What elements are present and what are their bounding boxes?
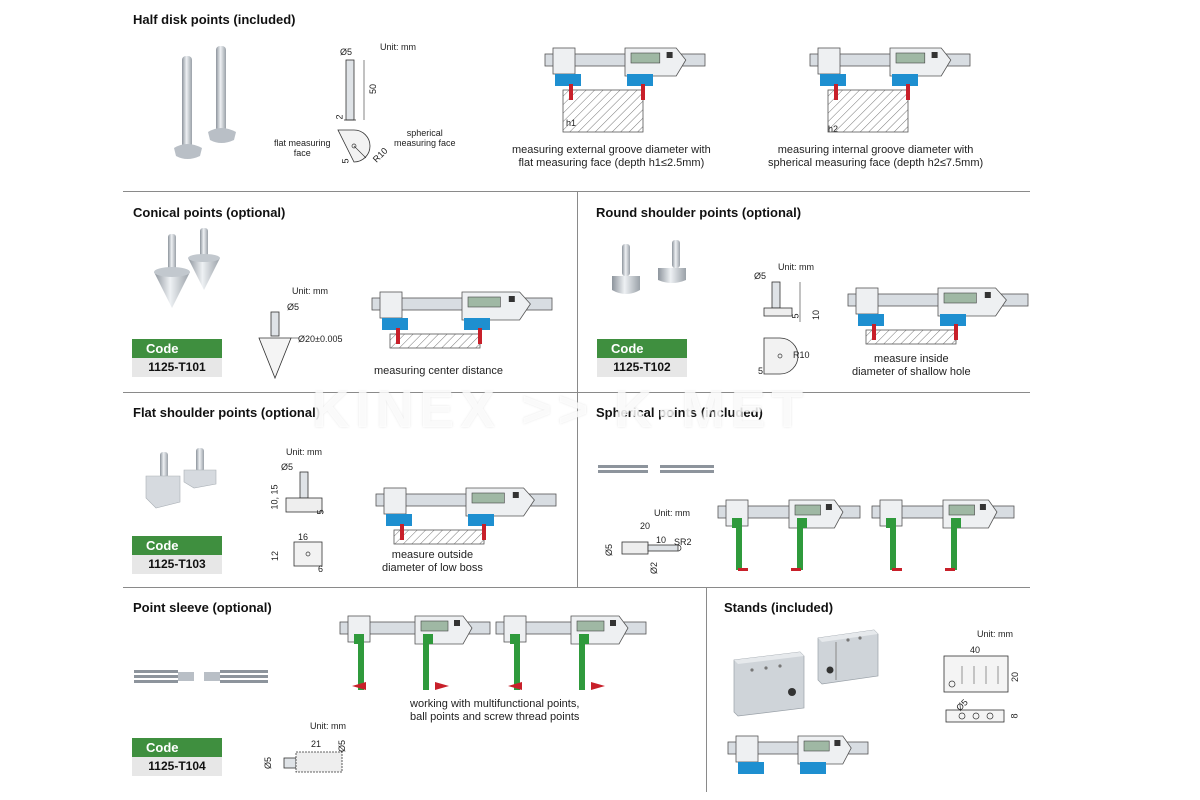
point-sleeve-illustration <box>134 670 268 683</box>
flat-shoulder-dim-w16: 16 <box>298 532 309 542</box>
half-disk-h2-label: h2 <box>828 124 839 134</box>
conical-dim-d5: Ø5 <box>287 302 300 312</box>
caliper-sleeve-1 <box>339 615 491 690</box>
round-shoulder-dim-w5: 5 <box>758 366 764 376</box>
flat-shoulder-dim-h10-15: 10, 15 <box>269 484 280 510</box>
spherical-dim-d5: Ø5 <box>604 543 615 557</box>
spherical-dim-w20: 20 <box>640 521 651 531</box>
round-shoulder-dimension-drawing <box>763 281 801 375</box>
flat-shoulder-caption: measure outside diameter of low boss <box>382 549 483 574</box>
half-disk-title: Half disk points (included) <box>133 12 296 27</box>
flat-shoulder-code-value: 1125-T103 <box>132 555 222 574</box>
caliper-low-boss <box>375 487 557 545</box>
flat-shoulder-dim-h12: 12 <box>270 550 281 562</box>
conical-dim-d20: Ø20±0.005 <box>298 334 343 344</box>
flat-shoulder-unit: Unit: mm <box>286 447 322 457</box>
stands-dimension-drawing <box>943 655 1009 723</box>
stands-dim-h8: 8 <box>1009 713 1020 719</box>
flat-shoulder-dim-h5: 5 <box>315 509 326 515</box>
point-sleeve-code-value: 1125-T104 <box>132 757 222 776</box>
stands-illustration <box>733 629 879 717</box>
round-shoulder-dim-r10: R10 <box>793 350 810 360</box>
half-disk-flat-label: flat measuring face <box>274 138 331 158</box>
flat-shoulder-title: Flat shoulder points (optional) <box>133 405 321 420</box>
spherical-dim-w10: 10 <box>656 535 667 545</box>
divider-col-mid <box>577 191 578 587</box>
divider-col-stands <box>706 587 707 792</box>
flat-shoulder-points-illustration <box>145 448 217 509</box>
flat-shoulder-dim-d5: Ø5 <box>281 462 294 472</box>
round-shoulder-code-value: 1125-T102 <box>597 358 687 377</box>
half-disk-dim-d5: Ø5 <box>340 47 353 57</box>
caliper-spherical-2 <box>871 499 1015 571</box>
stands-dim-w40: 40 <box>970 645 981 655</box>
round-shoulder-code-label: Code <box>597 339 687 358</box>
spherical-dimension-drawing <box>621 541 682 555</box>
caliper-spherical-1 <box>717 499 861 571</box>
half-disk-caption-internal: measuring internal groove diameter with … <box>768 144 984 169</box>
spherical-dim-d2: Ø2 <box>649 561 660 575</box>
spherical-points-illustration <box>598 465 714 473</box>
caliper-external-groove <box>544 47 706 133</box>
round-shoulder-dim-h5: 5 <box>790 313 801 319</box>
conical-title: Conical points (optional) <box>133 205 286 220</box>
point-sleeve-dim-d5a: Ø5 <box>263 756 274 770</box>
spherical-unit: Unit: mm <box>654 508 690 518</box>
half-disk-dimension-drawing <box>337 59 371 163</box>
stands-unit: Unit: mm <box>977 629 1013 639</box>
conical-code-label: Code <box>132 339 222 358</box>
caliper-sleeve-2 <box>495 615 647 690</box>
caliper-internal-groove <box>809 47 971 133</box>
half-disk-dim-h50: 50 <box>368 83 379 95</box>
spherical-title: Spherical points (included) <box>596 405 763 420</box>
half-disk-spherical-label: spherical measuring face <box>394 128 456 148</box>
point-sleeve-caption: working with multifunctional points, bal… <box>410 698 580 723</box>
point-sleeve-dim-d5b: Ø5 <box>337 739 348 753</box>
round-shoulder-dim-d5: Ø5 <box>754 271 767 281</box>
round-shoulder-points-illustration <box>612 240 686 294</box>
conical-points-illustration <box>154 228 220 308</box>
watermark-logo: KINEX >> K-MET <box>312 381 810 439</box>
point-sleeve-dim-w21: 21 <box>311 739 322 749</box>
conical-unit: Unit: mm <box>292 286 328 296</box>
stands-title: Stands (included) <box>724 600 834 615</box>
spherical-dim-sr2: SR2 <box>674 537 692 547</box>
flat-shoulder-code-label: Code <box>132 536 222 555</box>
round-shoulder-dim-h10: 10 <box>811 309 822 321</box>
half-disk-unit: Unit: mm <box>380 42 416 52</box>
caliper-shallow-hole <box>847 287 1029 345</box>
conical-code-value: 1125-T101 <box>132 358 222 377</box>
divider-row-1 <box>123 191 1030 192</box>
flat-shoulder-dim-w6: 6 <box>318 564 324 574</box>
half-disk-caption-external: measuring external groove diameter with … <box>512 144 711 169</box>
half-disk-pins-illustration <box>174 46 236 159</box>
conical-caption: measuring center distance <box>374 365 504 377</box>
half-disk-h1-label: h1 <box>566 118 577 128</box>
round-shoulder-title: Round shoulder points (optional) <box>596 205 802 220</box>
stands-dim-h20: 20 <box>1010 671 1021 683</box>
half-disk-dim-w5: 5 <box>340 158 351 164</box>
half-disk-dim-h2: 2 <box>334 114 345 120</box>
point-sleeve-title: Point sleeve (optional) <box>133 600 272 615</box>
conical-dimension-drawing <box>258 311 299 380</box>
point-sleeve-code-label: Code <box>132 738 222 757</box>
divider-row-2 <box>123 392 1030 393</box>
round-shoulder-caption: measure inside diameter of shallow hole <box>852 353 971 378</box>
point-sleeve-unit: Unit: mm <box>310 721 346 731</box>
round-shoulder-unit: Unit: mm <box>778 262 814 272</box>
caliper-on-stand <box>727 735 869 774</box>
flat-shoulder-dimension-drawing <box>285 471 323 567</box>
point-sleeve-dimension-drawing <box>283 751 343 773</box>
caliper-center-distance <box>371 291 553 349</box>
divider-row-3 <box>123 587 1030 588</box>
